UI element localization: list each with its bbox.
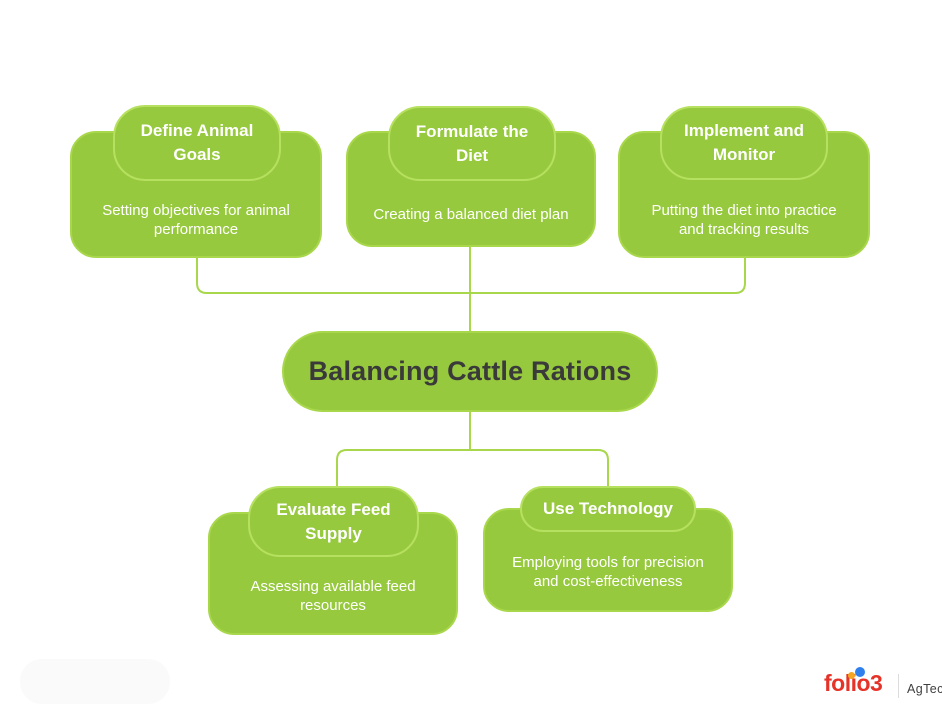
node-description: Setting objectives for animal performanc… — [102, 201, 290, 238]
node-description: Employing tools for precision and cost-e… — [512, 554, 704, 590]
node-title-label: Implement and Monitor — [684, 121, 804, 164]
logo-yellow-dot-icon — [848, 672, 855, 679]
node-title-define-animal-goals: Define Animal Goals — [113, 105, 281, 181]
node-title-use-technology: Use Technology — [520, 486, 696, 532]
logo-divider — [898, 674, 899, 698]
central-node-title: Balancing Cattle Rations — [308, 356, 632, 386]
node-title-implement-and-monitor: Implement and Monitor — [660, 106, 828, 180]
logo-suffix-agtech: AgTech — [907, 682, 942, 696]
node-description: Putting the diet into practice and track… — [651, 201, 837, 238]
node-title-formulate-the-diet: Formulate the Diet — [388, 106, 556, 181]
connector-bottom-bracket — [336, 449, 609, 489]
watermark-blob — [20, 659, 170, 704]
node-use-technology: Employing tools for precision and cost-e… — [483, 508, 733, 612]
node-description: Creating a balanced diet plan — [373, 205, 569, 223]
node-description: Assessing available feed resources — [250, 578, 416, 614]
node-title-label: Use Technology — [542, 499, 674, 518]
central-node-balancing-cattle-rations: Balancing Cattle Rations — [282, 331, 658, 412]
node-title-label: Formulate the Diet — [415, 121, 529, 165]
node-title-label: Evaluate Feed Supply — [276, 499, 391, 543]
node-title-evaluate-feed-supply: Evaluate Feed Supply — [248, 486, 419, 557]
logo-blue-dot-icon — [855, 667, 865, 677]
node-title-label: Define Animal Goals — [140, 121, 254, 164]
folio3-agtech-logo: folio3 AgTech — [822, 662, 942, 704]
